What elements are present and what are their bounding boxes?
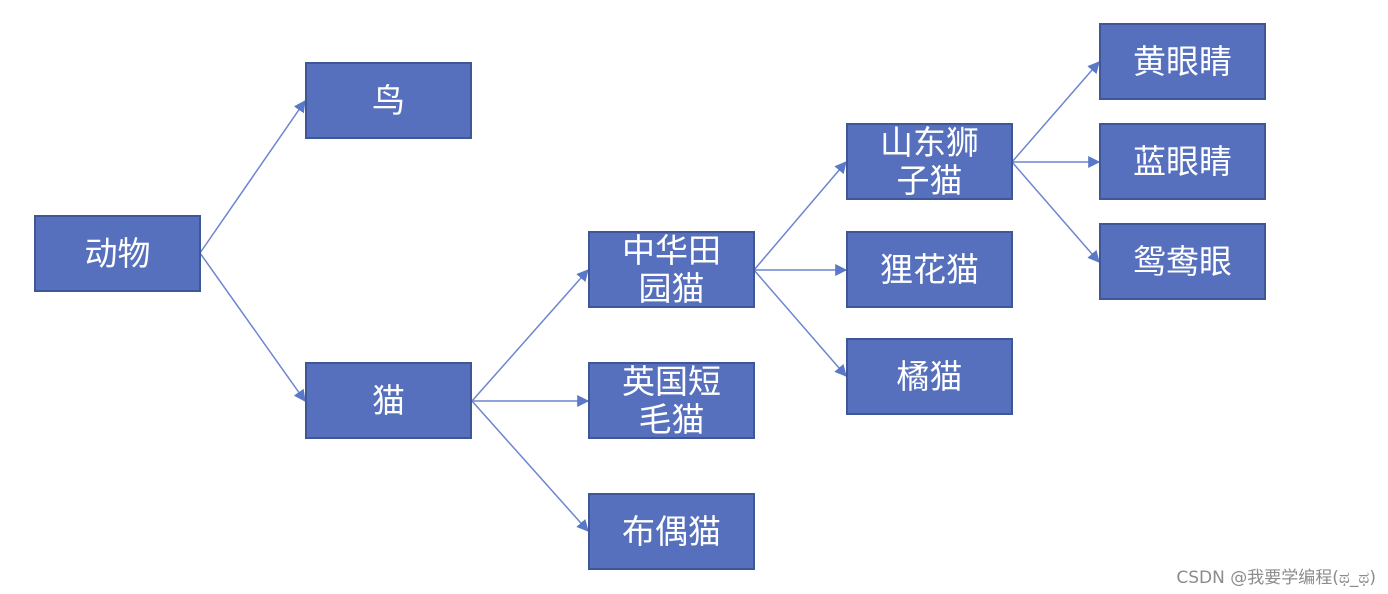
node-shandong-lion-cat-label: 山东狮 子猫 — [880, 123, 979, 200]
node-bird: 鸟 — [305, 62, 472, 139]
node-shandong-lion-cat: 山东狮 子猫 — [846, 123, 1013, 200]
node-orange-cat: 橘猫 — [846, 338, 1013, 415]
edge-shandong-lion-cat-odd-eyes — [1011, 161, 1100, 263]
edge-shandong-lion-cat-yellow-eyes — [1011, 61, 1100, 163]
node-cat: 猫 — [305, 362, 472, 439]
edge-chinese-garden-cat-orange-cat — [753, 269, 847, 377]
node-bird-label: 鸟 — [372, 80, 405, 120]
node-british-shorthair-label: 英国短 毛猫 — [622, 362, 721, 439]
node-yellow-eyes-label: 黄眼睛 — [1133, 41, 1232, 81]
node-yellow-eyes: 黄眼睛 — [1099, 23, 1266, 100]
node-leopard-cat: 狸花猫 — [846, 231, 1013, 308]
edge-animal-cat — [199, 252, 306, 402]
node-british-shorthair: 英国短 毛猫 — [588, 362, 755, 439]
edge-cat-ragdoll — [471, 400, 589, 532]
node-animal: 动物 — [34, 215, 201, 292]
node-blue-eyes-label: 蓝眼睛 — [1133, 141, 1232, 181]
node-odd-eyes: 鸳鸯眼 — [1099, 223, 1266, 300]
edge-cat-chinese-garden-cat — [471, 269, 589, 402]
node-blue-eyes: 蓝眼睛 — [1099, 123, 1266, 200]
edge-animal-bird — [199, 100, 306, 254]
node-animal-label: 动物 — [84, 233, 151, 273]
node-chinese-garden-cat: 中华田 园猫 — [588, 231, 755, 308]
node-ragdoll-label: 布偶猫 — [622, 511, 721, 551]
node-chinese-garden-cat-label: 中华田 园猫 — [622, 231, 721, 308]
node-ragdoll: 布偶猫 — [588, 493, 755, 570]
node-odd-eyes-label: 鸳鸯眼 — [1133, 241, 1232, 281]
node-orange-cat-label: 橘猫 — [896, 356, 963, 396]
node-cat-label: 猫 — [372, 380, 405, 420]
watermark: CSDN @我要学编程(ಥ_ಥ) — [1176, 568, 1376, 588]
node-leopard-cat-label: 狸花猫 — [880, 249, 979, 289]
edge-chinese-garden-cat-shandong-lion-cat — [753, 161, 847, 271]
